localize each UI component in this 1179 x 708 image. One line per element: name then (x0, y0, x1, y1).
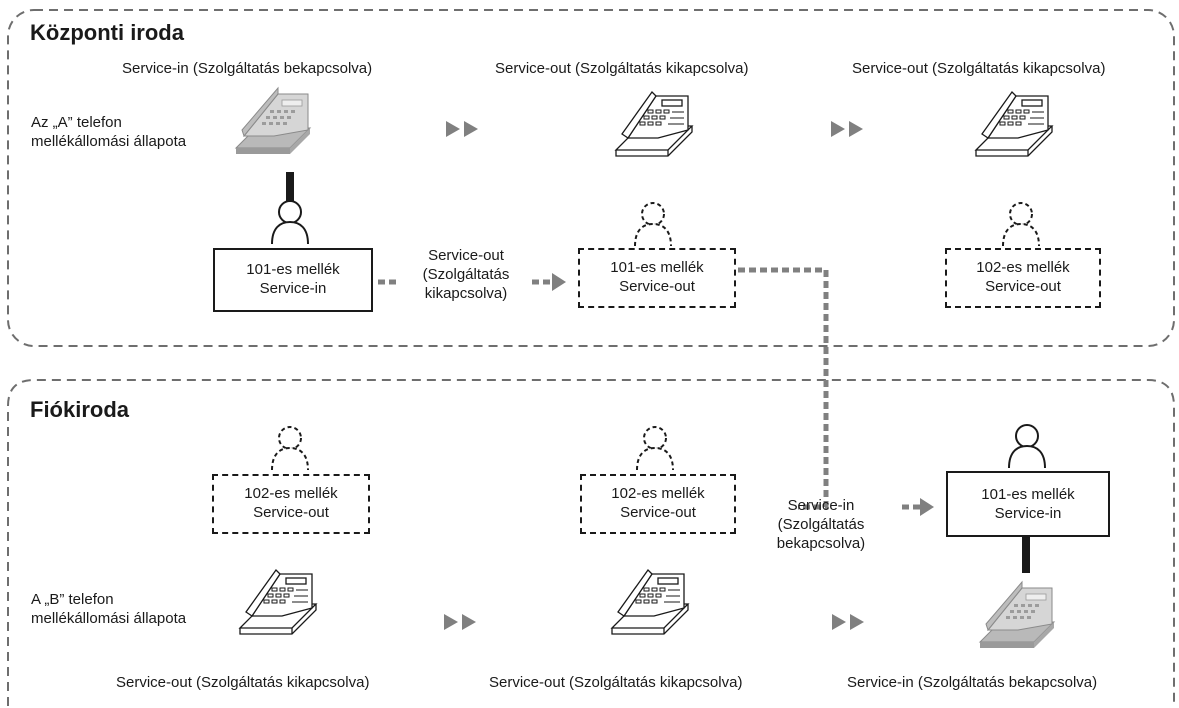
extension-box: 102-es mellék Service-out (580, 474, 736, 534)
office-phone-icon (611, 569, 689, 635)
extension-status: Service-out (619, 278, 695, 295)
phone-caption: Service-out (Szolgáltatás kikapcsolva) (489, 674, 743, 691)
double-arrow-icon (446, 121, 478, 137)
office-phone-icon (235, 87, 311, 155)
person-icon (271, 426, 309, 471)
extension-name: 101-es mellék (981, 486, 1075, 503)
extension-box: 102-es mellék Service-out (212, 474, 370, 534)
phone-caption: Service-out (Szolgáltatás kikapcsolva) (852, 60, 1106, 77)
extension-box: 101-es mellék Service-in (946, 471, 1110, 537)
person-icon (1002, 202, 1040, 247)
phone-caption: Service-in (Szolgáltatás bekapcsolva) (122, 60, 373, 77)
extension-name: 102-es mellék (611, 485, 705, 502)
office-phone-icon (979, 581, 1055, 649)
extension-status: Service-in (994, 505, 1062, 522)
central-office-frame (7, 9, 1175, 347)
person-icon (1008, 424, 1046, 469)
transition-label: Service-out (Szolgáltatás kikapcsolva) (422, 247, 510, 302)
extension-status: Service-out (620, 504, 696, 521)
phone-caption: Service-out (Szolgáltatás kikapcsolva) (116, 674, 370, 691)
transition-arrowhead (552, 273, 566, 291)
person-icon (271, 200, 309, 245)
extension-status: Service-out (985, 278, 1061, 295)
phone-status-label: Az „A” telefon mellékállomási állapota (31, 114, 187, 150)
office-phone-icon (975, 91, 1053, 157)
person-icon (634, 202, 672, 247)
transition-arrowhead (920, 498, 934, 516)
office-phone-icon (615, 91, 693, 157)
extension-box: 101-es mellék Service-in (213, 248, 373, 312)
phone-link (1022, 537, 1030, 573)
phone-caption: Service-in (Szolgáltatás bekapcsolva) (847, 674, 1098, 691)
extension-name: 102-es mellék (976, 259, 1070, 276)
person-icon (636, 426, 674, 471)
extension-name: 102-es mellék (244, 485, 338, 502)
phone-status-label: A „B” telefon mellékállomási állapota (31, 591, 187, 627)
extension-box: 102-es mellék Service-out (945, 248, 1101, 308)
central-office-title: Központi iroda (30, 20, 184, 45)
office-phone-icon (239, 569, 317, 635)
double-arrow-icon (444, 614, 476, 630)
branch-office-title: Fiókiroda (30, 397, 130, 422)
double-arrow-icon (832, 614, 864, 630)
double-arrow-icon (831, 121, 863, 137)
transition-label: Service-in (Szolgáltatás bekapcsolva) (776, 497, 866, 552)
extension-status: Service-out (253, 504, 329, 521)
move-connector (738, 267, 829, 510)
extension-name: 101-es mellék (610, 259, 704, 276)
extension-name: 101-es mellék (246, 261, 340, 278)
branch-office-frame (7, 379, 1175, 706)
extension-status: Service-in (259, 280, 327, 297)
phone-link (286, 172, 294, 202)
extension-box: 101-es mellék Service-out (578, 248, 736, 308)
phone-caption: Service-out (Szolgáltatás kikapcsolva) (495, 60, 749, 77)
